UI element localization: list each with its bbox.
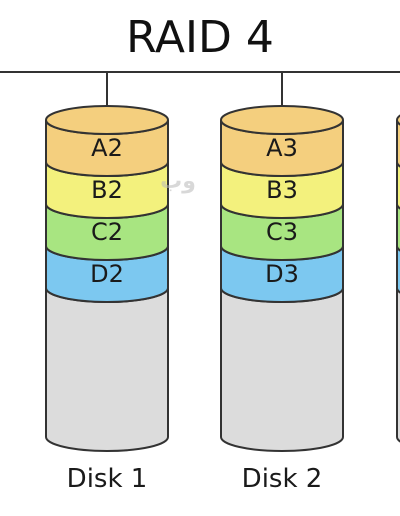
block-label: B3 (266, 176, 298, 204)
block-c-band (396, 203, 400, 252)
disk-3 (396, 114, 400, 443)
disk-label: Disk 2 (242, 464, 323, 494)
block-label: A3 (266, 134, 298, 162)
disk-free-space (45, 287, 169, 452)
disk-top-cap (45, 105, 169, 135)
block-label: C2 (91, 218, 123, 246)
block-label: D2 (90, 260, 124, 288)
block-d-band (396, 245, 400, 294)
diagram-title: RAID 4 (126, 12, 274, 63)
disk-free-space (220, 287, 344, 452)
block-label: A2 (91, 134, 123, 162)
block-b-band (396, 161, 400, 210)
disk-top-cap (220, 105, 344, 135)
disk-free-space (396, 287, 400, 443)
block-label: D3 (265, 260, 299, 288)
disk-top-cap (396, 114, 400, 126)
watermark-logo: وب (160, 169, 196, 194)
block-a-band (396, 119, 400, 168)
block-label: B2 (91, 176, 123, 204)
block-label: C3 (266, 218, 298, 246)
disk-label: Disk 1 (67, 464, 148, 494)
